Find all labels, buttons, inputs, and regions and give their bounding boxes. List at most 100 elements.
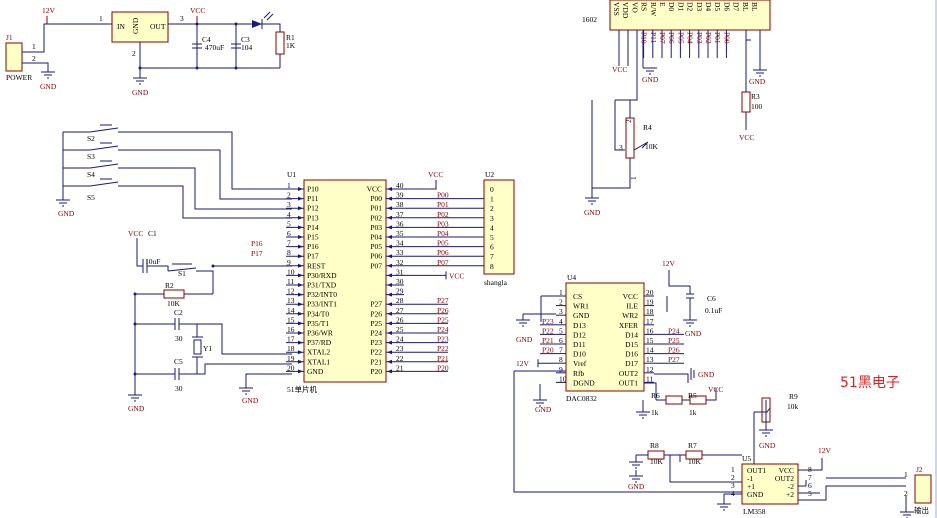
mcu-pin-num: 18 (287, 344, 295, 353)
mcu-net-label: P06 (437, 248, 449, 257)
led-icon (252, 20, 262, 28)
mcu-pin-label: P22 (370, 348, 382, 357)
lm358-pin-label: -1 (747, 474, 753, 483)
dac-pin-label: D14 (625, 330, 638, 339)
amp-vcc: VCC (708, 385, 723, 394)
dac-pin-num: 11 (646, 374, 653, 383)
dac-pin-label: WR2 (622, 311, 638, 320)
mcu-pin-num: 8 (287, 248, 291, 257)
dac-pin-label: D11 (573, 340, 586, 349)
lm358-pin-num: 6 (808, 481, 812, 490)
lcd-net-label: P04 (686, 32, 695, 44)
u5-ref: U5 (742, 454, 751, 463)
j1-connector (5, 42, 23, 72)
lcd-pin-label: D6 (722, 2, 731, 11)
y1-label: Y1 (203, 344, 212, 353)
dac-pin-num: 20 (646, 288, 654, 297)
pot-pin2: 2 (624, 119, 633, 123)
lm358-pin-label: OUT1 (747, 466, 766, 475)
mcu-pin-label: P06 (370, 252, 382, 261)
dac-pin-label: D16 (625, 350, 638, 359)
mcu-pin-num: 26 (396, 315, 404, 324)
dac-pin-label: ILE (626, 302, 638, 311)
mcu-pin-label: P12 (307, 204, 319, 213)
mcu-pin-label: P13 (307, 213, 319, 222)
lcd-pin-label: RS (640, 2, 649, 11)
shangla-pin-num: 7 (490, 252, 494, 261)
dac-pin-num: 6 (559, 336, 563, 345)
gnd-label: GND (58, 209, 75, 218)
dac-pin-label: WR1 (573, 302, 589, 311)
c1-val: 10uF (145, 257, 160, 266)
mcu-chip (303, 179, 387, 383)
shangla-chip (483, 179, 515, 275)
regulator-chip (111, 11, 169, 43)
mcu-pin-num: 27 (396, 306, 404, 315)
mcu-pin-label: P15 (307, 233, 319, 242)
c3-ref: C3 (241, 35, 250, 44)
c5-val: 30 (175, 384, 183, 393)
mcu-pin-num: 10 (287, 267, 295, 276)
s4-label: S4 (87, 170, 95, 179)
mcu-net-label: P05 (437, 239, 449, 248)
c4-ref: C4 (202, 35, 211, 44)
lm358-pin-label: -2 (788, 482, 794, 491)
mcu-net-label: P01 (437, 200, 449, 209)
r6-ref: R6 (651, 391, 660, 400)
reg-gnd: GND (131, 17, 140, 34)
lcd-net-label: P10 (640, 32, 649, 44)
mcu-pin-num: 23 (396, 344, 404, 353)
mcu-pin-num: 7 (287, 239, 291, 248)
r1-val: 1K (286, 41, 296, 50)
j1-pin2: 2 (32, 54, 36, 63)
mcu-pin-label: P24 (370, 329, 382, 338)
gnd-label: GND (128, 404, 145, 413)
mcu-pin-num: 19 (287, 354, 295, 363)
dac-net-label: P21 (542, 336, 554, 345)
crystal-y1 (193, 339, 202, 355)
dac-pin-num: 12 (646, 365, 654, 374)
mcu-net-label: P03 (437, 219, 449, 228)
mcu-net-label: P20 (437, 363, 449, 372)
j1-pin1: 1 (32, 42, 36, 51)
lcd-vcc: VCC (739, 133, 754, 142)
lcd-net-label: P11 (649, 32, 658, 44)
dac-pin-num: 14 (646, 346, 654, 355)
shangla-pin-num: 4 (490, 223, 494, 232)
mcu-pin-num: 5 (287, 219, 291, 228)
c5-ref: C5 (174, 357, 183, 366)
lcd-pin-label: VSS (612, 2, 621, 16)
r1-ref: R1 (286, 33, 295, 42)
mcu-pin-label: P02 (370, 213, 382, 222)
mcu-pin-num: 24 (396, 335, 404, 344)
lm358-pin-label: GND (747, 490, 764, 499)
r7-ref: R7 (688, 441, 697, 450)
mcu-pin-num: 22 (396, 354, 404, 363)
mcu-pin-num: 11 (287, 277, 294, 286)
r2-ref: R2 (165, 281, 174, 290)
dac-pin-num: 4 (559, 317, 563, 326)
gnd-label: GND (759, 441, 776, 450)
j2-pin1: 1 (904, 470, 908, 479)
r7-resistor (685, 450, 703, 460)
mcu-section: U1 51单片机 P16 P17 P101P112P123P134P145P15… (239, 170, 484, 405)
mcu-pin-num: 3 (287, 200, 291, 209)
r3-resistor (741, 91, 751, 113)
r1-resistor (275, 31, 285, 55)
j2-connector (914, 474, 932, 504)
mcu-pin-label: P23 (370, 338, 382, 347)
shangla-pin-num: 0 (490, 185, 494, 194)
mcu-pin-num: 31 (396, 267, 404, 276)
r5-resistor (689, 395, 707, 405)
dac-net-label: P26 (668, 346, 680, 355)
c2-val: 30 (175, 334, 183, 343)
shangla-ref: U2 (485, 170, 494, 179)
dac-net-label: P20 (542, 346, 554, 355)
dac-pin-label: D17 (625, 359, 638, 368)
mcu-pin-label: P04 (370, 233, 382, 242)
dac-pin-label: CS (573, 292, 582, 301)
dac-pin-num: 5 (559, 326, 563, 335)
lcd-net-label: P02 (704, 32, 713, 44)
lcd-pin-label: D3 (695, 2, 704, 11)
